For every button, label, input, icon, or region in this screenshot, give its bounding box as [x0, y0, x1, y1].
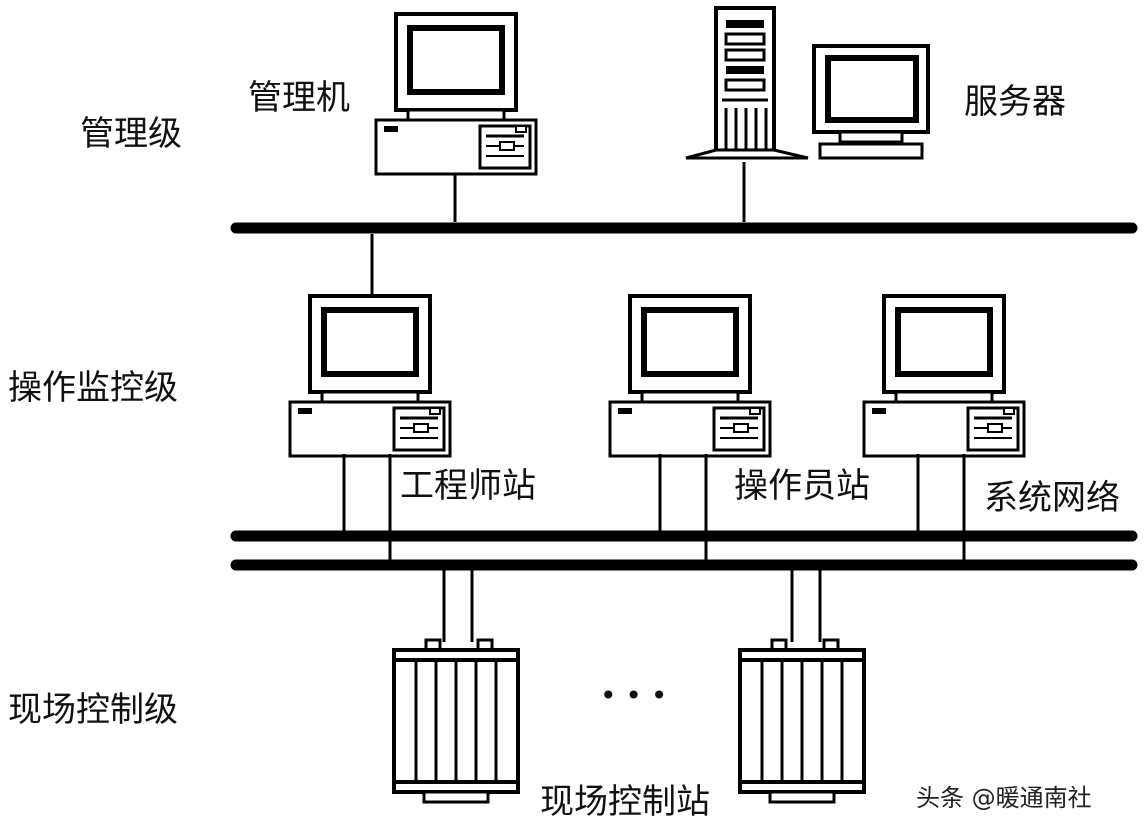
system-network-pc-icon [864, 296, 1024, 456]
level-operation-label: 操作监控级 [8, 368, 178, 408]
field-control-station-label: 现场控制站 [540, 782, 710, 822]
system-network-label: 系统网络 [984, 478, 1120, 518]
engineer-station-pc-icon [290, 296, 450, 456]
server-label: 服务器 [964, 82, 1066, 122]
management-pc-icon [376, 14, 536, 174]
field-control-station-cabinet-2-icon [738, 638, 866, 804]
ellipsis: • • • [600, 679, 668, 712]
server-tower-icon [685, 6, 809, 160]
field-control-station-cabinet-1-icon [392, 638, 520, 804]
engineer-station-label: 工程师站 [400, 466, 536, 506]
operator-station-pc-icon [610, 296, 770, 456]
level-field-label: 现场控制级 [8, 690, 178, 730]
level-management-label: 管理级 [80, 114, 182, 154]
management-pc-label: 管理机 [248, 78, 350, 118]
watermark: 头条 @暖通南社 [916, 784, 1092, 812]
server-monitor-icon [812, 44, 930, 160]
operator-station-label: 操作员站 [734, 466, 870, 506]
